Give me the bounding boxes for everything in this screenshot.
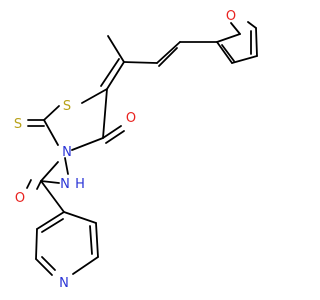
bond — [230, 22, 241, 35]
bond — [40, 161, 59, 182]
ring-sulfur-label: S — [63, 99, 71, 114]
bond — [105, 130, 125, 144]
amide-hydrogen-label: H — [75, 177, 85, 192]
bond — [255, 27, 258, 57]
bond — [63, 211, 97, 224]
bond — [106, 61, 125, 90]
bond — [123, 61, 158, 64]
bond — [43, 119, 59, 146]
bond — [35, 228, 38, 260]
bond — [221, 44, 235, 62]
bond — [72, 256, 99, 275]
bond — [81, 88, 108, 104]
bond — [102, 88, 108, 139]
ring-nitrogen-label: N — [62, 145, 72, 160]
bond — [35, 258, 53, 276]
bond — [107, 35, 125, 63]
bond — [41, 256, 56, 271]
bond — [102, 125, 122, 139]
amide-linkage — [26, 161, 65, 213]
bond — [158, 47, 178, 67]
bond — [64, 157, 69, 175]
bond — [71, 137, 104, 151]
bond — [26, 179, 32, 189]
furan-oxygen-label: O — [226, 9, 236, 24]
bond — [156, 41, 181, 64]
amide-nitrogen-label: N — [60, 177, 70, 192]
bond — [36, 211, 65, 230]
bond — [247, 21, 257, 29]
alkene-chain — [100, 35, 218, 90]
bond — [216, 33, 241, 43]
thiazolidine-ring — [27, 88, 125, 175]
bond — [95, 222, 99, 258]
thione-sulfur-label: S — [14, 117, 22, 132]
bond — [89, 225, 93, 255]
molecule-structure: O S S N O N H O N — [14, 9, 258, 291]
furan-ring — [216, 21, 258, 64]
bond — [43, 105, 60, 121]
pyridine-ring — [35, 211, 99, 276]
bond — [231, 55, 258, 64]
bond — [36, 180, 42, 190]
bond — [100, 58, 120, 87]
bond — [41, 218, 64, 233]
ketone-oxygen-label: O — [126, 111, 136, 126]
bond — [40, 180, 60, 184]
amide-oxygen-label: O — [15, 191, 25, 206]
bond — [216, 41, 233, 64]
pyridine-nitrogen-label: N — [59, 276, 69, 291]
bond — [40, 180, 65, 213]
